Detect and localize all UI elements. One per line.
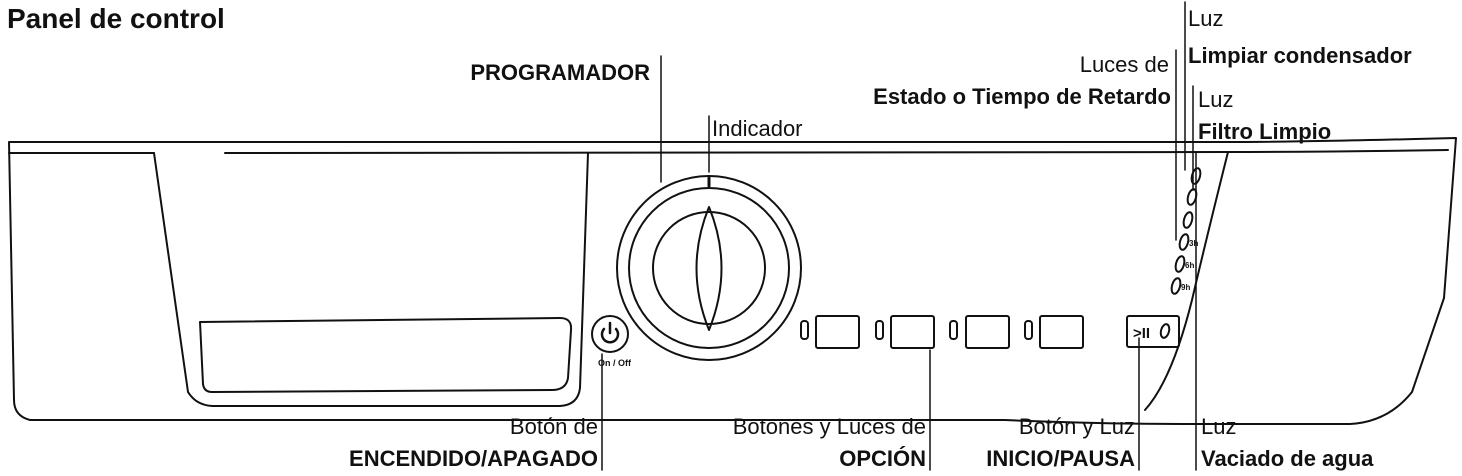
- panel-top-edge: [8, 149, 1449, 154]
- start-pause-light: [1159, 323, 1171, 339]
- option-button-1: [815, 315, 860, 349]
- option-buttons: [800, 315, 1084, 349]
- start-pause-button: [1126, 315, 1180, 348]
- option-light-1: [800, 320, 809, 340]
- power-button: [591, 315, 629, 353]
- panel-body: [8, 137, 1457, 425]
- dial-knob: [652, 211, 766, 325]
- delay-mark-9h: 9h: [1181, 283, 1190, 292]
- label-vaciado-line1: Luz: [1201, 414, 1237, 439]
- label-inicio-line1: Botón y Luz: [1018, 414, 1135, 439]
- dial-outer-ring: [616, 175, 802, 361]
- dial-inner-ring: [628, 187, 790, 349]
- delay-mark-3h: 3h: [1189, 239, 1198, 248]
- label-luces-estado-line2: Estado o Tiempo de Retardo: [873, 84, 1171, 109]
- label-luz-filtro-line1: Luz: [1198, 87, 1234, 112]
- power-icon: [600, 327, 620, 344]
- status-light-6: [1170, 277, 1182, 295]
- status-light-3: [1182, 211, 1194, 229]
- detergent-drawer: [153, 152, 589, 407]
- label-programador: PROGRAMADOR: [470, 60, 650, 85]
- start-pause-symbol: >II: [1133, 325, 1150, 342]
- option-button-4: [1039, 315, 1084, 349]
- option-light-2: [875, 320, 884, 340]
- label-encendido-line1: Botón de: [509, 414, 598, 439]
- option-button-3: [965, 315, 1010, 349]
- label-opcion-line2: OPCIÓN: [839, 446, 926, 471]
- drawer-handle: [199, 317, 573, 393]
- status-light-1: [1190, 167, 1202, 185]
- option-button-2: [890, 315, 935, 349]
- label-indicador: Indicador: [712, 116, 803, 141]
- label-vaciado-line2: Vaciado de agua: [1201, 446, 1374, 471]
- status-lights: [1170, 167, 1202, 295]
- option-light-3: [949, 320, 958, 340]
- status-light-4: [1178, 233, 1190, 251]
- label-opcion-line1: Botones y Luces de: [732, 414, 926, 439]
- label-encendido-line2: ENCENDIDO/APAGADO: [349, 446, 598, 471]
- label-inicio-line2: INICIO/PAUSA: [986, 446, 1135, 471]
- dial-grip: [695, 206, 723, 331]
- status-light-5: [1174, 255, 1186, 273]
- label-luces-estado-line1: Luces de: [1079, 52, 1169, 77]
- label-luz-filtro-line2: Filtro Limpio: [1198, 119, 1332, 144]
- label-luz-condensador-line1: Luz: [1188, 6, 1224, 31]
- page-title: Panel de control: [7, 3, 225, 34]
- programmer-dial: [616, 175, 802, 361]
- option-light-4: [1024, 320, 1033, 340]
- power-caption: On / Off: [598, 358, 632, 368]
- panel-right-curve: [1144, 151, 1229, 411]
- delay-mark-6h: 6h: [1185, 261, 1194, 270]
- leader-lines: [601, 1, 1197, 471]
- label-luz-condensador-line2: Limpiar condensador: [1188, 43, 1412, 68]
